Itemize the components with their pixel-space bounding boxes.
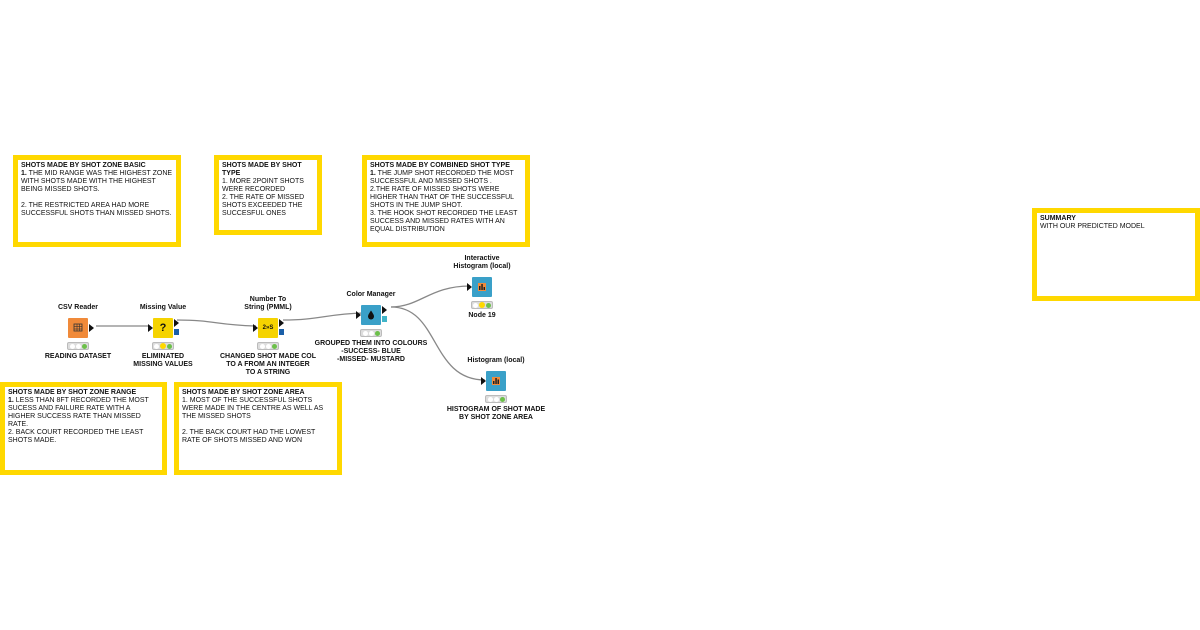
question-icon[interactable]: ? — [148, 318, 179, 338]
annotation-title: SHOTS MADE BY SHOT ZONE AREA — [182, 389, 305, 396]
node-description: ELIMINATED MISSING VALUES — [133, 353, 193, 368]
bar-chart-icon[interactable] — [467, 277, 492, 297]
annotation-body: 1. MORE 2POINT SHOTS WERE RECORDED 2. TH… — [222, 178, 305, 217]
annotation-num: 1. — [8, 397, 14, 404]
annotation-body: THE JUMP SHOT RECORDED THE MOST SUCCESSF… — [370, 170, 518, 233]
annotation-body: THE MID RANGE WAS THE HIGHEST ZONE WITH … — [21, 170, 173, 217]
node-interactive-histogram[interactable]: Interactive Histogram (local) Node 19 — [422, 255, 542, 320]
output-port[interactable] — [382, 306, 387, 314]
annotation-zone-area[interactable]: SHOTS MADE BY SHOT ZONE AREA 1. MOST OF … — [174, 382, 342, 475]
output-port[interactable] — [89, 324, 94, 332]
status-indicator — [360, 329, 382, 337]
droplet-icon[interactable] — [356, 305, 387, 325]
status-indicator — [152, 342, 174, 350]
annotation-num: 1. — [21, 170, 27, 177]
annotation-zone-basic[interactable]: SHOTS MADE BY SHOT ZONE BASIC 1. THE MID… — [13, 155, 181, 247]
node-description: Node 19 — [468, 312, 496, 319]
node-description: GROUPED THEM INTO COLOURS -SUCCESS- BLUE… — [314, 340, 428, 363]
annotation-title: SHOTS MADE BY COMBINED SHOT TYPE — [370, 162, 510, 169]
input-port[interactable] — [253, 324, 258, 332]
input-port[interactable] — [481, 377, 486, 385]
annotation-body: LESS THAN 8FT RECORDED THE MOST SUCESS A… — [8, 397, 149, 444]
node-title: CSV Reader — [57, 304, 99, 311]
node-number-to-string[interactable]: Number To String (PMML) 2»S CHANGED SHOT… — [208, 296, 328, 377]
node-missing-value[interactable]: Missing Value ? ELIMINATED MISSING VALUE… — [103, 304, 223, 369]
node-histogram[interactable]: Histogram (local) HISTOGRAM OF SHOT MADE… — [436, 357, 556, 422]
node-title: Color Manager — [346, 291, 396, 298]
node-csv-reader[interactable]: CSV Reader READING DATASET — [18, 304, 138, 361]
annotation-body: WITH OUR PREDICTED MODEL — [1040, 223, 1145, 230]
node-description: READING DATASET — [44, 353, 112, 360]
node-title: Histogram (local) — [467, 357, 525, 364]
status-indicator — [471, 301, 493, 309]
output-port[interactable] — [174, 319, 179, 327]
status-indicator — [67, 342, 89, 350]
input-port[interactable] — [148, 324, 153, 332]
annotation-title: SHOTS MADE BY SHOT ZONE BASIC — [21, 162, 146, 169]
model-port[interactable] — [174, 329, 179, 335]
annotation-combined[interactable]: SHOTS MADE BY COMBINED SHOT TYPE 1. THE … — [362, 155, 530, 247]
table-icon[interactable] — [68, 318, 94, 338]
node-color-manager[interactable]: Color Manager GROUPED THEM INTO COLOURS … — [311, 291, 431, 364]
number-to-string-icon[interactable]: 2»S — [253, 318, 284, 338]
model-port[interactable] — [279, 329, 284, 335]
node-description: CHANGED SHOT MADE COL TO A FROM AN INTEG… — [219, 353, 317, 376]
node-title: Interactive Histogram (local) — [453, 255, 511, 270]
histogram-icon[interactable] — [481, 371, 506, 391]
annotation-body: 1. MOST OF THE SUCCESSFUL SHOTS WERE MAD… — [182, 397, 324, 444]
node-title: Number To String (PMML) — [244, 296, 292, 311]
status-indicator — [257, 342, 279, 350]
annotation-summary[interactable]: SUMMARY WITH OUR PREDICTED MODEL — [1032, 208, 1200, 301]
output-port[interactable] — [279, 319, 284, 327]
annotation-shot-type[interactable]: SHOTS MADE BY SHOT TYPE 1. MORE 2POINT S… — [214, 155, 322, 235]
annotation-zone-range[interactable]: SHOTS MADE BY SHOT ZONE RANGE 1. LESS TH… — [0, 382, 167, 475]
input-port[interactable] — [467, 283, 472, 291]
color-model-port[interactable] — [382, 316, 387, 322]
input-port[interactable] — [356, 311, 361, 319]
annotation-title: SUMMARY — [1040, 215, 1076, 222]
annotation-num: 1. — [370, 170, 376, 177]
annotation-title: SHOTS MADE BY SHOT ZONE RANGE — [8, 389, 137, 396]
node-description: HISTOGRAM OF SHOT MADE BY SHOT ZONE AREA — [446, 406, 546, 421]
annotation-title: SHOTS MADE BY SHOT TYPE — [222, 162, 302, 177]
node-title: Missing Value — [139, 304, 187, 311]
status-indicator — [485, 395, 507, 403]
